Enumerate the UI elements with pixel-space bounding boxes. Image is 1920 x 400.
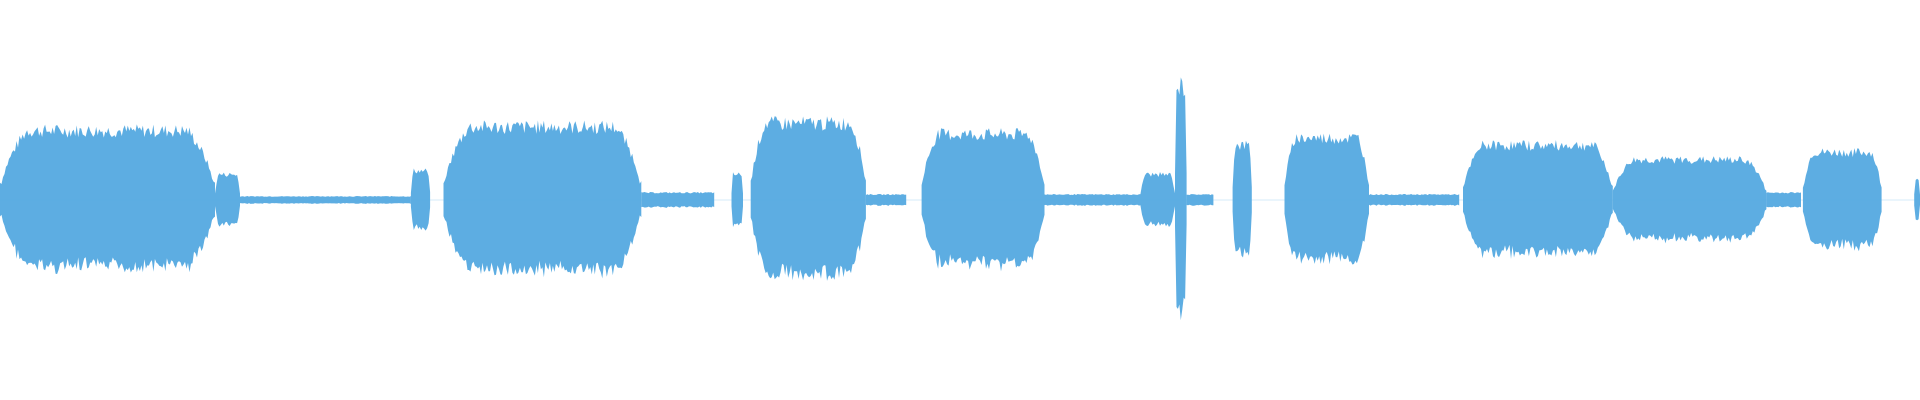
- waveform-shape: [410, 168, 431, 231]
- waveform-shape: [0, 124, 215, 275]
- waveform-segment: [410, 168, 431, 231]
- waveform-shape: [443, 120, 642, 279]
- waveform-segment: [0, 124, 215, 275]
- waveform-shape: [1284, 133, 1369, 265]
- waveform-segment: [1175, 77, 1187, 321]
- waveform-segment: [1914, 178, 1920, 221]
- waveform-segment: [1802, 148, 1882, 252]
- waveform-segment: [443, 120, 642, 279]
- waveform-segment: [1232, 140, 1252, 258]
- waveform-segment: [1284, 133, 1369, 265]
- waveform-shape: [1175, 77, 1187, 321]
- waveform-segment: [215, 172, 240, 227]
- waveform-shape: [1232, 140, 1252, 258]
- waveform-shape: [1914, 178, 1920, 221]
- waveform-shape: [1463, 140, 1613, 259]
- waveform-segment: [1463, 140, 1613, 259]
- waveform-shape: [1140, 172, 1175, 227]
- waveform-shape: [1802, 148, 1882, 252]
- waveform-segment: [750, 116, 866, 281]
- waveform-shape: [750, 116, 866, 281]
- waveform-shape: [215, 172, 240, 227]
- waveform-segment: [1140, 172, 1175, 227]
- waveform-segment: [731, 172, 743, 227]
- waveform-shape: [731, 172, 743, 227]
